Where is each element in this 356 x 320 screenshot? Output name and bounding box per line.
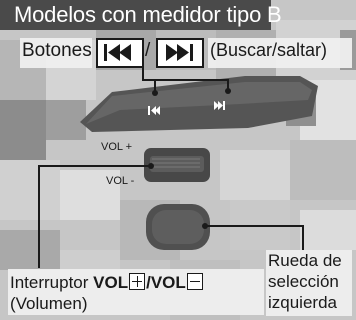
vol-word-1: VOL bbox=[93, 273, 129, 292]
vol-callout-subtitle: (Volumen) bbox=[10, 294, 88, 313]
seek-callout-line bbox=[142, 68, 229, 90]
vol-callout-prefix: Interruptor bbox=[10, 273, 94, 292]
vol-word-2: VOL bbox=[150, 273, 186, 292]
skip-forward-icon bbox=[214, 101, 225, 110]
vol-plus-label: VOL + bbox=[101, 141, 133, 153]
vol-callout-line bbox=[38, 165, 151, 268]
seek-back-icon bbox=[148, 106, 160, 115]
seek-back-symbol bbox=[96, 38, 144, 68]
wheel-callout-line1: Rueda de bbox=[268, 251, 342, 270]
buttons-label: Botones bbox=[22, 40, 92, 61]
vol-minus-label: VOL - bbox=[106, 175, 135, 187]
buttons-label-box bbox=[20, 38, 92, 68]
wheel-callout-line3: izquierda bbox=[268, 293, 337, 312]
wheel-callout-line2: selección bbox=[268, 272, 339, 291]
minus-box-icon bbox=[186, 273, 203, 290]
header-title: Modelos con medidor tipo B bbox=[14, 2, 282, 27]
wheel-callout-box bbox=[266, 250, 352, 316]
buttons-suffix-box bbox=[208, 38, 352, 68]
skip-forward-symbol bbox=[156, 38, 204, 68]
wheel-callout-line bbox=[205, 225, 304, 250]
vol-slash: / bbox=[146, 273, 151, 292]
vol-callout-line1: Interruptor VOL/VOL bbox=[10, 273, 204, 293]
buttons-suffix: (Buscar/saltar) bbox=[210, 40, 328, 60]
buttons-separator: / bbox=[145, 40, 151, 61]
header-bar: Modelos con medidor tipo B bbox=[0, 0, 282, 30]
plus-box-icon bbox=[129, 273, 146, 290]
